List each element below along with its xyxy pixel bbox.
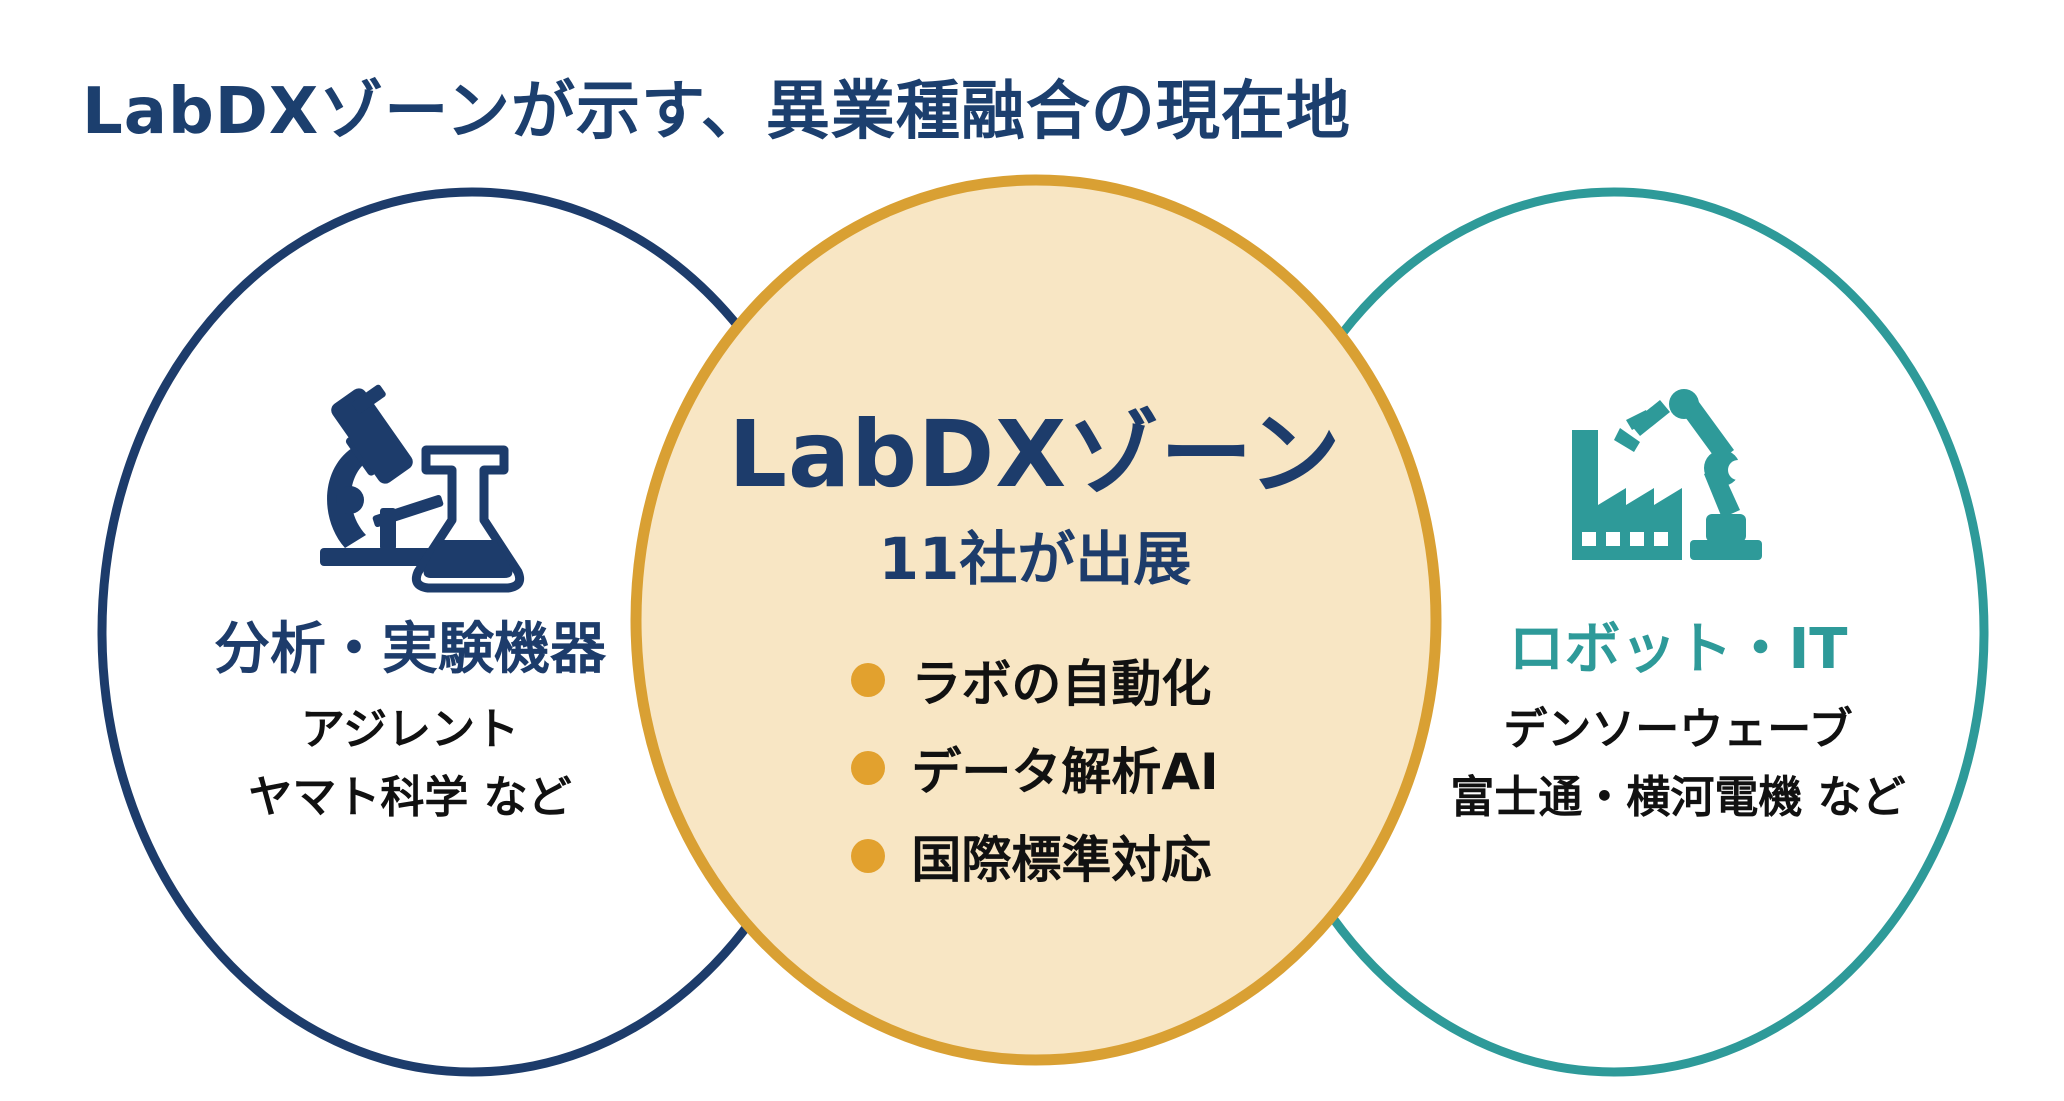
left-group: 分析・実験機器 アジレント ヤマト科学 など [140,610,680,832]
bullet-text: ラボの自動化 [911,655,1212,713]
left-company-list: アジレント ヤマト科学 など [140,696,680,832]
right-heading: ロボット・IT [1508,617,1848,682]
left-heading: 分析・実験機器 [214,617,606,682]
right-group: ロボット・IT デンソーウェーブ 富士通・横河電機 など [1398,610,1958,832]
microscope-flask-icon [320,384,525,593]
right-company-line: 富士通・横河電機 など [1450,772,1906,823]
left-company-line: ヤマト科学 など [248,772,572,823]
center-subtitle: 11社が出展 [878,525,1192,593]
factory-robot-arm-icon [1572,389,1762,560]
page-title: LabDXゾーンが示す、異業種融合の現在地 [82,75,1351,149]
right-company-list: デンソーウェーブ 富士通・横河電機 など [1398,696,1958,832]
bullet-item: 国際標準対応 [851,812,1218,900]
center-group: LabDXゾーン 11社が出展 ラボの自動化 データ解析AI 国際標準対応 [690,400,1380,900]
bullet-text: 国際標準対応 [911,831,1212,889]
bullet-text: データ解析AI [911,743,1219,801]
bullet-item: データ解析AI [851,724,1219,812]
center-circle [630,174,1442,1066]
bullet-item: ラボの自動化 [851,636,1218,724]
bullet-dot-icon [851,663,886,697]
right-company-line: デンソーウェーブ [1503,704,1853,755]
left-company-line: アジレント [300,704,520,755]
bullet-dot-icon [851,839,886,873]
center-bullet-list: ラボの自動化 データ解析AI 国際標準対応 [851,636,1219,900]
bullet-dot-icon [851,751,886,785]
center-title: LabDXゾーン [728,401,1342,508]
